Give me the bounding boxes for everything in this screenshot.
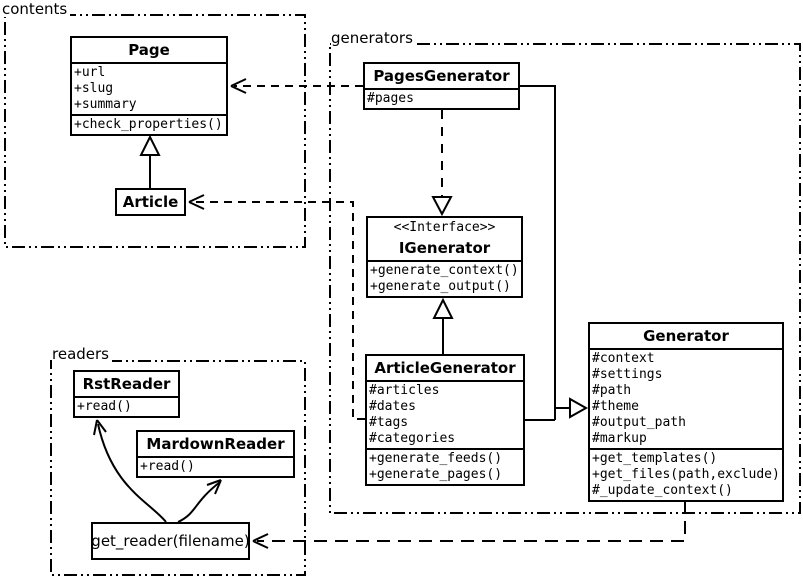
class-attr: #categories [369,431,456,446]
class-method: #_update_context() [592,483,733,498]
class-box-rstreader: RstReader +read() [73,370,180,418]
class-name: Page [128,41,170,59]
articlegenerator-to-igenerator-triangle [432,297,454,319]
generators-package-label: generators [331,30,416,46]
class-attr: #output_path [592,415,686,430]
class-attr: #settings [592,367,663,382]
class-method: +check_properties() [74,117,223,132]
class-box-articlegenerator: ArticleGenerator #articles #dates #tags … [365,354,525,486]
function-label: get_reader(filename) [91,532,250,550]
readers-package-label: readers [52,346,112,362]
class-attr: #articles [369,383,440,398]
generator-to-getreader-dashed-line [257,500,686,542]
methods-section: +read() [138,456,293,476]
class-method: +read() [77,399,132,414]
class-name: PagesGenerator [373,67,510,85]
class-method: +generate_context() [370,263,519,278]
getreader-to-rstreader-curve [97,423,167,523]
class-name: Generator [643,327,729,345]
class-attr: #theme [592,399,639,414]
class-attr: #dates [369,399,416,414]
class-attr: #context [592,351,655,366]
methods-section: +get_templates() +get_files(path,exclude… [590,448,782,500]
class-box-mardownreader: MardownReader +read() [136,430,295,478]
attributes-section: #articles #dates #tags #categories [367,380,523,448]
pagesgenerator-to-generator-line [520,85,556,420]
generator-to-getreader-arrowhead [252,533,269,549]
contents-package-border [4,14,306,248]
articlegenerator-to-article-dashed-line [192,201,365,420]
class-method: +read() [140,459,195,474]
getreader-to-rstreader-arrowhead [93,419,107,436]
readers-package-border [50,360,306,576]
class-attr: #path [592,383,632,398]
methods-section: +check_properties() [72,114,226,134]
methods-section: +generate_feeds() +generate_pages() [367,448,523,484]
getreader-to-mardownreader-curve [177,481,221,523]
methods-section: +read() [75,396,178,416]
class-method: +generate_feeds() [369,451,503,466]
generators-package-border [329,43,801,514]
class-method: +generate_output() [370,279,511,294]
class-attr: +summary [74,97,137,112]
attributes-section: #pages [365,88,518,108]
class-attr: #pages [367,91,414,106]
class-attr: +slug [74,81,114,96]
class-method: +generate_pages() [369,467,503,482]
stereotype-label: <<Interface>> [393,220,496,235]
class-name: RstReader [82,375,171,393]
pagesgenerator-to-page-arrowhead [230,78,247,94]
interface-header: <<Interface>> IGenerator [368,218,521,260]
article-to-page-triangle [139,134,161,156]
generator-generalization-triangle [569,397,589,419]
attributes-section: #context #settings #path #theme #output_… [590,348,782,448]
articlegenerator-to-article-arrowhead [188,194,205,210]
contents-package-label: contents [2,1,71,17]
class-box-igenerator: <<Interface>> IGenerator +generate_conte… [366,216,523,298]
pagesgenerator-to-igenerator-triangle [431,196,453,217]
class-box-pagesgenerator: PagesGenerator #pages [363,62,520,110]
class-method: +get_templates() [592,451,718,466]
class-box-page: Page +url +slug +summary +check_properti… [70,36,228,136]
class-attr: #markup [592,431,647,446]
class-attr: +url [74,65,106,80]
class-box-generator: Generator #context #settings #path #them… [588,322,784,502]
class-name: MardownReader [146,435,285,453]
attributes-section: +url +slug +summary [72,62,226,114]
class-name: Article [122,193,179,211]
class-method: +get_files(path,exclude) [592,467,780,482]
methods-section: +generate_context() +generate_output() [368,260,521,296]
function-box-get-reader: get_reader(filename) [91,522,250,560]
class-attr: #tags [369,415,409,430]
class-box-article: Article [115,188,186,216]
class-name: IGenerator [398,239,491,257]
class-name: ArticleGenerator [374,359,516,377]
getreader-to-mardownreader-arrowhead [206,479,222,495]
